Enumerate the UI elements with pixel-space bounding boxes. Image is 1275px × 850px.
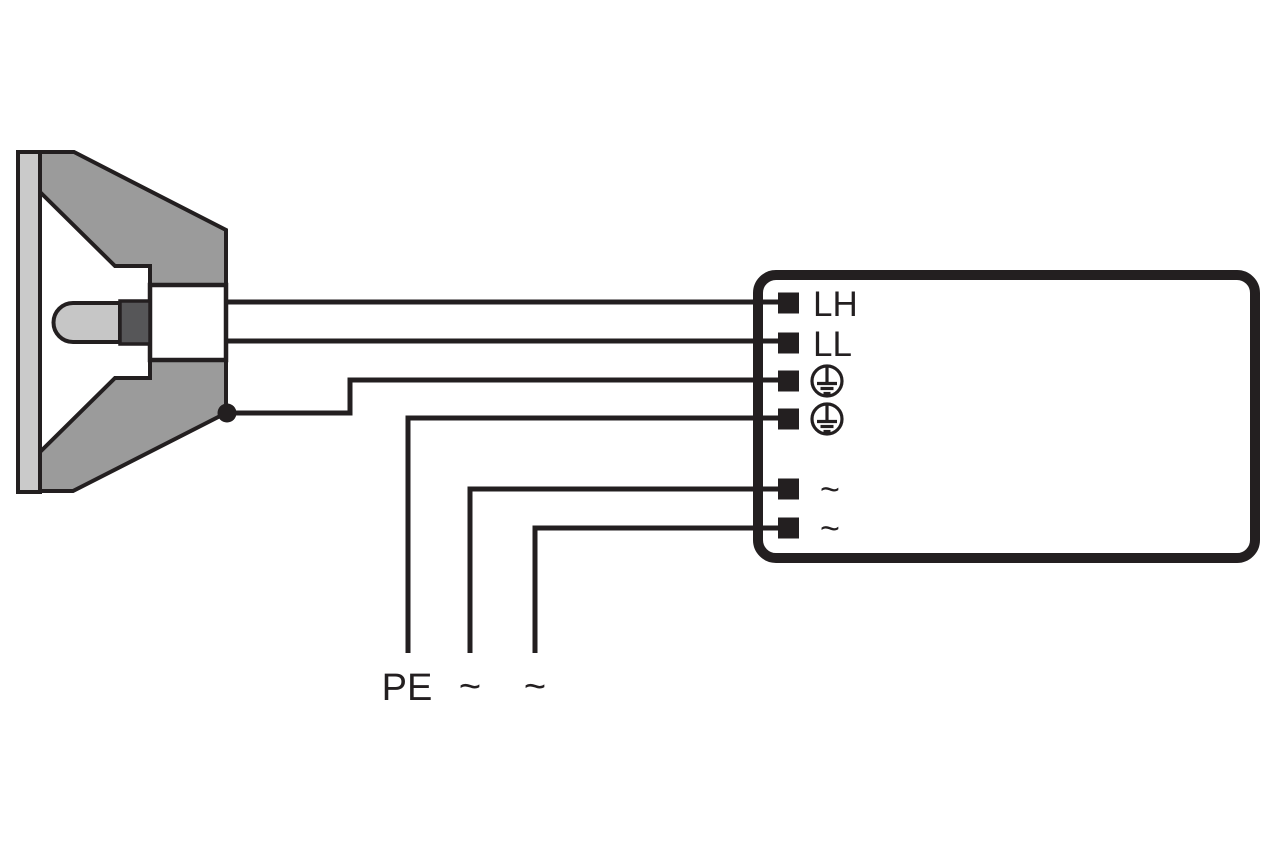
wire-ac2-to-mains	[532, 525, 786, 653]
mains-label-ac-2: ~	[524, 666, 546, 708]
protective-earth-icon	[810, 364, 844, 398]
terminal-label-ac-2: ~	[820, 510, 840, 548]
protective-earth-icon	[810, 402, 844, 436]
terminal-lh	[778, 292, 799, 314]
lamp-socket-block	[147, 282, 229, 363]
terminal-ll	[778, 332, 799, 354]
terminal-earth-1	[778, 370, 799, 392]
lamp-capsule	[51, 301, 122, 344]
reflector-lamp	[16, 150, 237, 494]
mains-label-ac-1: ~	[459, 666, 481, 708]
mains-label-pe: PE	[382, 667, 433, 709]
terminal-label-ac-1: ~	[820, 471, 840, 509]
terminal-group	[778, 292, 799, 539]
terminal-ac-1	[778, 478, 799, 500]
terminal-label-ll: LL	[813, 325, 852, 364]
terminal-ac-2	[778, 517, 799, 539]
terminal-earth-2	[778, 408, 799, 430]
terminal-label-lh: LH	[813, 285, 858, 324]
wire-ac1-to-mains	[467, 486, 786, 653]
lamp-glass-face	[16, 150, 42, 494]
housing-earth-junction-dot	[217, 403, 237, 423]
wire-earth-to-pe	[405, 415, 786, 653]
wire-housing-to-earth	[227, 377, 786, 416]
lamp-base	[118, 299, 152, 346]
wire-group	[226, 299, 786, 653]
